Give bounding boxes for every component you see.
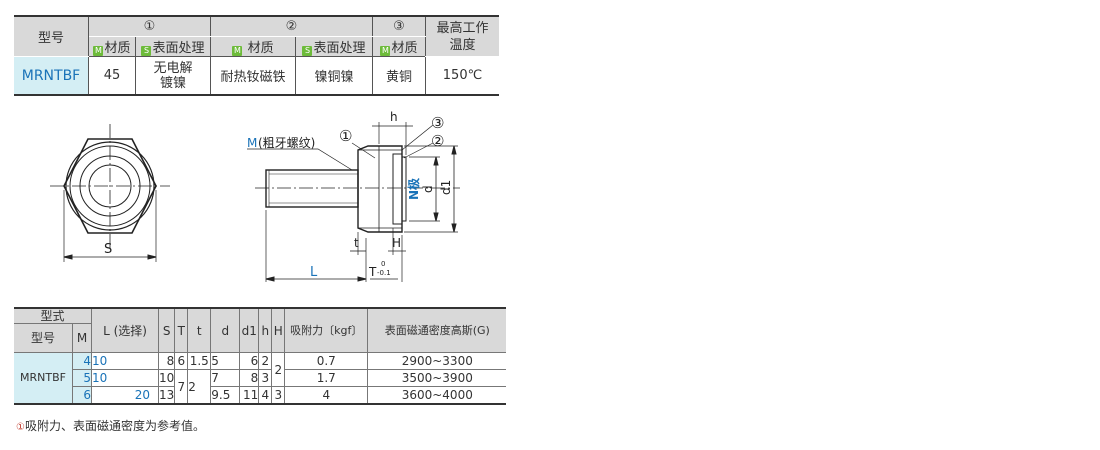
T-shared-cell: 7 [174, 369, 189, 405]
dim-h-label: h [390, 110, 398, 124]
d1-cell: 6 [239, 352, 260, 370]
tol-upper: 0 [381, 260, 385, 268]
l-cell: 10 [91, 369, 159, 387]
flux-header: 表面磁通密度高斯(G) [367, 307, 507, 353]
force-cell: 4 [284, 386, 369, 405]
thread-m-label: M [247, 136, 257, 150]
material2-header: M 材质 [210, 36, 296, 57]
h-cell: 2 [258, 352, 273, 370]
force-header: 吸附力〔kgf〕 [284, 307, 369, 353]
m-cell: 6 [72, 386, 92, 405]
h-header: h [258, 307, 273, 353]
d1-cell: 11 [239, 386, 260, 405]
m-cell: 4 [72, 352, 92, 370]
dimension-table: 型式 L (选择) S T t d d1 h H 吸附力〔kgf〕 表面磁通密度… [14, 307, 507, 405]
dim-s-label: S [104, 242, 112, 257]
flux-cell: 3500~3900 [367, 369, 507, 387]
H-cell: 3 [271, 386, 286, 405]
hex-front-view [50, 124, 170, 262]
surface-label: 表面处理 [313, 41, 366, 56]
col-temp-header: 最高工作温度 [425, 16, 499, 57]
d-cell: 5 [210, 352, 241, 370]
T-header: T [174, 307, 189, 353]
t-cell: 1.5 [187, 352, 212, 370]
temp-header-text: 最高工作温度 [436, 20, 489, 53]
callout-2: ② [431, 132, 444, 150]
callout-3: ③ [431, 114, 444, 132]
material3-cell: 黄铜 [372, 56, 426, 95]
surface1-cell: 无电解镀镍 [135, 56, 211, 95]
dim-d1-label: d1 [439, 180, 453, 195]
H-shared-cell: 2 [271, 352, 286, 387]
callout-1: ① [339, 127, 352, 145]
material-label: 材质 [247, 41, 274, 56]
d-cell: 7 [210, 369, 241, 387]
surface1-line2: 镀镍 [159, 75, 186, 91]
surface1-line1: 无电解 [153, 60, 193, 76]
model-cell: MRNTBF [14, 56, 89, 95]
s-badge: S [141, 46, 152, 56]
t-shared-cell: 2 [187, 369, 212, 405]
d-header: d [210, 307, 241, 353]
group1-header: ① [88, 16, 211, 37]
temp-cell: 150℃ [425, 56, 499, 95]
m-badge: M [93, 46, 104, 56]
model-header: 型号 [14, 323, 73, 353]
material-label: 材质 [391, 41, 418, 56]
tol-lower: -0.1 [377, 269, 391, 277]
model-cell: MRNTBF [14, 352, 73, 405]
s-cell: 8 [157, 352, 176, 370]
dim-d-label: d [421, 185, 435, 193]
dim-l-label: L [310, 265, 318, 280]
note-mark: ① [16, 422, 25, 433]
s-header: S [157, 307, 176, 353]
surface-label: 表面处理 [152, 41, 205, 56]
s-cell: 13 [157, 386, 176, 405]
surface2-cell: 镍铜镍 [295, 56, 373, 95]
m-badge: M [380, 46, 391, 56]
flux-cell: 2900~3300 [367, 352, 507, 370]
m-header: M [72, 323, 92, 353]
group2-header: ② [210, 16, 373, 37]
s-badge: S [302, 46, 313, 56]
force-cell: 0.7 [284, 352, 369, 370]
H-header: H [271, 307, 286, 353]
d1-cell: 8 [239, 369, 260, 387]
group3-header: ③ [372, 16, 426, 37]
d-cell: 9.5 [210, 386, 241, 405]
dim-t-small-label: t [354, 236, 359, 250]
npole-label: N极 [406, 177, 421, 200]
col-model-header: 型号 [14, 16, 89, 57]
s-cell: 10 [157, 369, 176, 387]
reference-note: ①吸附力、表面磁通密度为参考值。 [16, 417, 205, 434]
material2-cell: 耐热钕磁铁 [210, 56, 296, 95]
flux-cell: 3600~4000 [367, 386, 507, 405]
d1-header: d1 [239, 307, 260, 353]
note-text: 吸附力、表面磁通密度为参考值。 [24, 419, 205, 433]
m-cell: 5 [72, 369, 92, 387]
h-cell: 4 [258, 386, 273, 405]
l-cell: 10 [91, 352, 159, 370]
technical-drawing: S M (粗牙螺纹) L t H h T 0 -0.1 d d1 N极 ① ③ … [50, 110, 460, 282]
side-view [247, 122, 460, 282]
l-header: L (选择) [91, 307, 159, 353]
dim-T-label: T [368, 265, 377, 279]
m-badge: M [232, 46, 243, 56]
type-header: 型式 [14, 307, 92, 324]
l-cell: 20 [91, 386, 159, 405]
t-header: t [187, 307, 212, 353]
material-label: 材质 [104, 41, 131, 56]
h-cell: 3 [258, 369, 273, 387]
dim-H-label: H [392, 236, 401, 250]
force-cell: 1.7 [284, 369, 369, 387]
thread-desc-label: (粗牙螺纹) [258, 136, 315, 150]
T-cell: 6 [174, 352, 189, 370]
